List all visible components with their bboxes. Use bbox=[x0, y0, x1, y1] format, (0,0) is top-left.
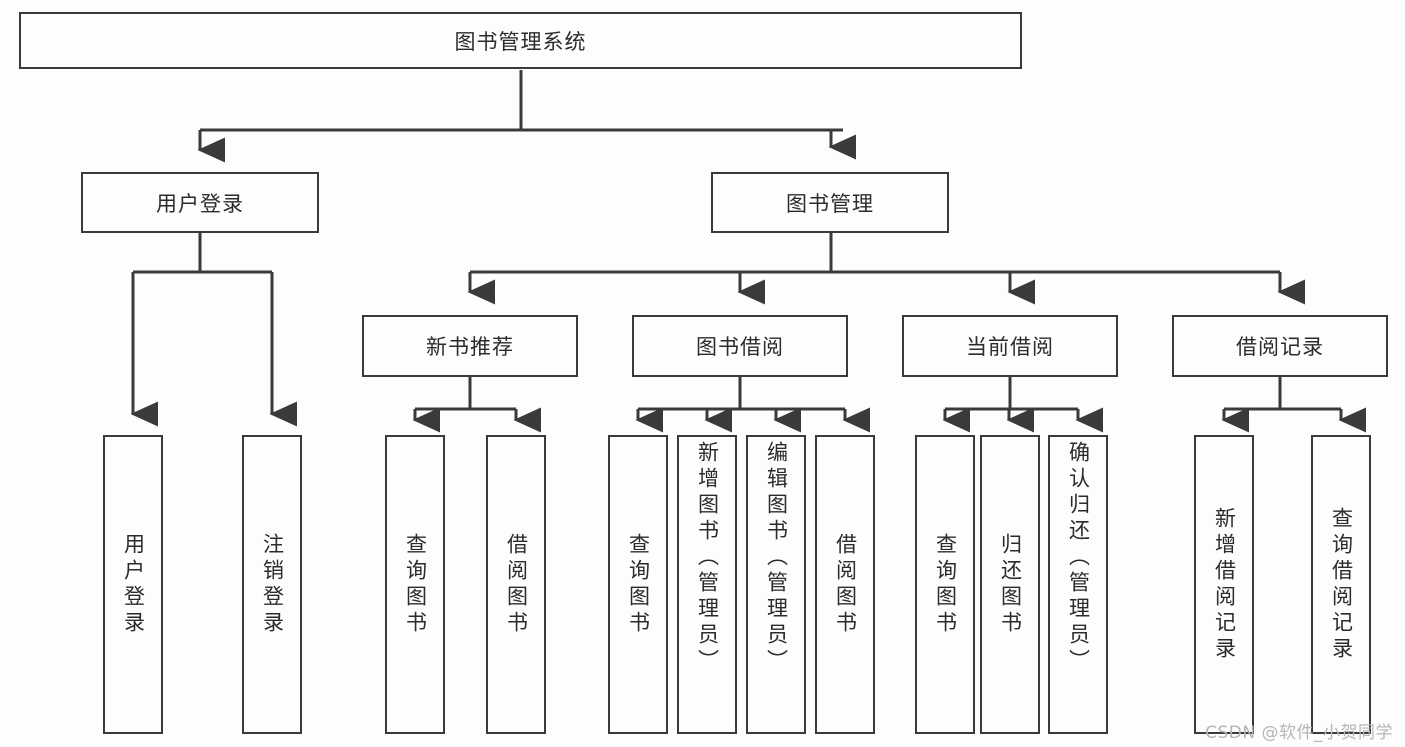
leaf-add-book[interactable]: 新增图书（管理员） bbox=[677, 435, 737, 734]
leaf-query-record[interactable]: 查询借阅记录 bbox=[1311, 435, 1371, 734]
node-current-borrow-label: 当前借阅 bbox=[966, 335, 1054, 359]
leaf-add-record[interactable]: 新增借阅记录 bbox=[1194, 435, 1254, 734]
leaf-logout[interactable]: 注销登录 bbox=[242, 435, 302, 734]
node-user-login[interactable]: 用户登录 bbox=[81, 172, 319, 233]
leaf-return-book-label: 归还图书 bbox=[998, 532, 1023, 637]
node-book-manage[interactable]: 图书管理 bbox=[711, 172, 949, 233]
node-borrow-record[interactable]: 借阅记录 bbox=[1172, 315, 1388, 377]
leaf-edit-book[interactable]: 编辑图书（管理员） bbox=[746, 435, 806, 734]
node-book-manage-label: 图书管理 bbox=[786, 191, 874, 216]
node-root[interactable]: 图书管理系统 bbox=[19, 12, 1022, 69]
leaf-query-book-3[interactable]: 查询图书 bbox=[915, 435, 975, 734]
leaf-edit-book-label: 编辑图书（管理员） bbox=[764, 441, 789, 675]
node-borrow-record-label: 借阅记录 bbox=[1236, 335, 1324, 359]
node-book-borrow-label: 图书借阅 bbox=[696, 335, 784, 359]
node-new-book-rec-label: 新书推荐 bbox=[426, 335, 514, 359]
leaf-confirm-return-label: 确认归还（管理员） bbox=[1066, 441, 1091, 675]
leaf-borrow-book-2[interactable]: 借阅图书 bbox=[815, 435, 875, 734]
leaf-return-book[interactable]: 归还图书 bbox=[980, 435, 1040, 734]
leaf-borrow-book-2-label: 借阅图书 bbox=[833, 532, 858, 637]
leaf-query-record-label: 查询借阅记录 bbox=[1329, 506, 1354, 663]
leaf-add-book-label: 新增图书（管理员） bbox=[695, 441, 720, 675]
node-user-login-label: 用户登录 bbox=[156, 191, 244, 216]
leaf-query-book-3-label: 查询图书 bbox=[933, 532, 958, 637]
leaf-query-book-1-label: 查询图书 bbox=[403, 532, 428, 637]
leaf-user-login[interactable]: 用户登录 bbox=[103, 435, 163, 734]
leaf-query-book-2-label: 查询图书 bbox=[626, 532, 651, 637]
node-root-label: 图书管理系统 bbox=[454, 29, 587, 54]
leaf-borrow-book-1-label: 借阅图书 bbox=[504, 532, 529, 637]
leaf-logout-label: 注销登录 bbox=[260, 532, 285, 637]
leaf-user-login-label: 用户登录 bbox=[121, 532, 146, 637]
watermark: CSDN @软件_小贺同学 bbox=[1205, 723, 1393, 743]
node-current-borrow[interactable]: 当前借阅 bbox=[902, 315, 1118, 377]
leaf-add-record-label: 新增借阅记录 bbox=[1212, 506, 1237, 663]
leaf-borrow-book-1[interactable]: 借阅图书 bbox=[486, 435, 546, 734]
node-book-borrow[interactable]: 图书借阅 bbox=[632, 315, 848, 377]
leaf-query-book-1[interactable]: 查询图书 bbox=[385, 435, 445, 734]
leaf-confirm-return[interactable]: 确认归还（管理员） bbox=[1048, 435, 1108, 734]
node-new-book-rec[interactable]: 新书推荐 bbox=[362, 315, 578, 377]
leaf-query-book-2[interactable]: 查询图书 bbox=[608, 435, 668, 734]
